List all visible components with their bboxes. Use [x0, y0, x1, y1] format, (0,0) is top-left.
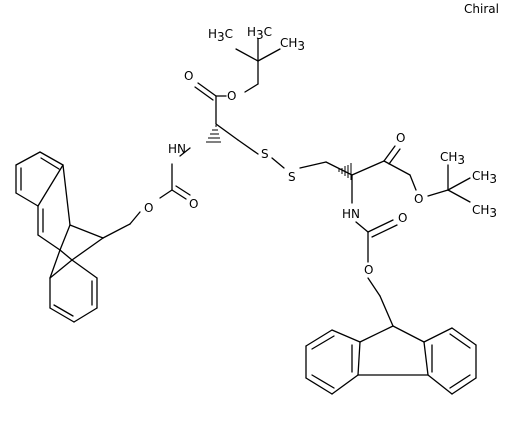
svg-text:H3C: H3C: [247, 25, 272, 42]
carbonyl-oxygen-lower: O: [396, 131, 405, 145]
ester-oxygen-upper: O: [227, 89, 236, 103]
svg-text:CH3: CH3: [280, 36, 305, 53]
methyl-label-lower-right-bottom: CH3: [472, 203, 497, 220]
carbamate-oxygen-lower: O: [398, 211, 407, 225]
svg-text:CH3: CH3: [472, 203, 497, 220]
methyl-label-lower-top: CH3: [440, 150, 465, 167]
carbamate-oxygen-upper: O: [189, 197, 198, 211]
svg-text:CH3: CH3: [440, 150, 465, 167]
stereo-wedge-lower: [338, 163, 352, 180]
svg-text:CH3: CH3: [472, 169, 497, 186]
methyl-label-upper-top: H3C: [247, 25, 272, 42]
chiral-label: Chiral: [464, 2, 499, 16]
carbamate-ether-oxygen-upper: O: [144, 201, 153, 215]
ester-oxygen-lower: O: [414, 192, 423, 206]
svg-text:H3C: H3C: [208, 27, 233, 44]
stereo-wedge-upper: [206, 125, 221, 143]
methyl-label-lower-right-top: CH3: [472, 169, 497, 186]
amine-label-lower: HN: [342, 207, 360, 221]
amine-label-upper: HN: [168, 142, 186, 156]
sulfur-left: S: [261, 147, 269, 161]
methyl-label-upper-right: CH3: [280, 36, 305, 53]
methyl-label-upper-left: H3C: [208, 27, 233, 44]
sulfur-right: S: [288, 170, 296, 184]
carbamate-ether-oxygen-lower: O: [364, 263, 373, 277]
carbonyl-oxygen-upper: O: [184, 69, 193, 83]
